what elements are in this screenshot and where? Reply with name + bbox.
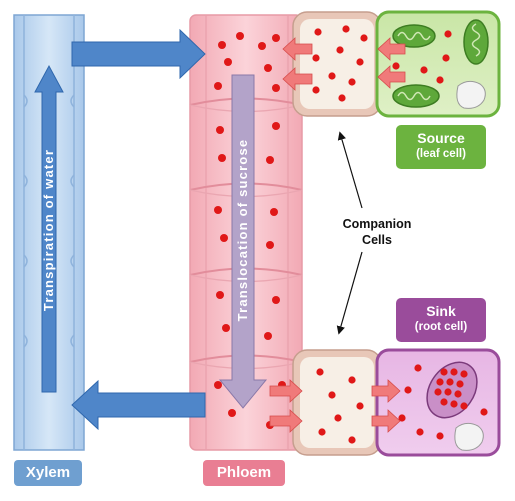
xylem-tag: Xylem (14, 460, 82, 486)
companion-label-line2: Cells (362, 233, 392, 247)
sink-subtitle: (root cell) (414, 321, 468, 333)
source-leaf-cell (375, 10, 501, 118)
vacuole-icon (454, 422, 484, 451)
vacuole-icon (456, 80, 486, 109)
sink-title: Sink (426, 303, 456, 319)
companion-cell-upper (292, 11, 382, 117)
source-tag: Source (leaf cell) (396, 125, 486, 169)
water-arrow-to-phloem (71, 28, 206, 80)
source-title: Source (417, 130, 465, 146)
chloroplast-icon (392, 19, 489, 108)
translocation-label: Translocation of sucrose (235, 139, 250, 322)
amyloplast-icon (426, 361, 478, 419)
sink-tag: Sink (root cell) (396, 298, 486, 342)
phloem-tag: Phloem (203, 460, 285, 486)
sink-root-cell (375, 348, 501, 457)
companion-cells-label: Companion Cells (327, 216, 427, 248)
translocation-arrow: Translocation of sucrose (218, 74, 268, 409)
companion-label-line1: Companion (342, 217, 412, 231)
source-subtitle: (leaf cell) (416, 148, 466, 160)
transpiration-label: Transpiration of water (41, 149, 56, 311)
companion-pointer-lower (336, 251, 363, 335)
companion-cell-lower (292, 349, 382, 456)
companion-pointer-upper (337, 131, 363, 209)
water-arrow-to-xylem (71, 379, 206, 431)
sucrose-transfer-arrows (269, 37, 406, 433)
transpiration-arrow: Transpiration of water (34, 64, 64, 393)
